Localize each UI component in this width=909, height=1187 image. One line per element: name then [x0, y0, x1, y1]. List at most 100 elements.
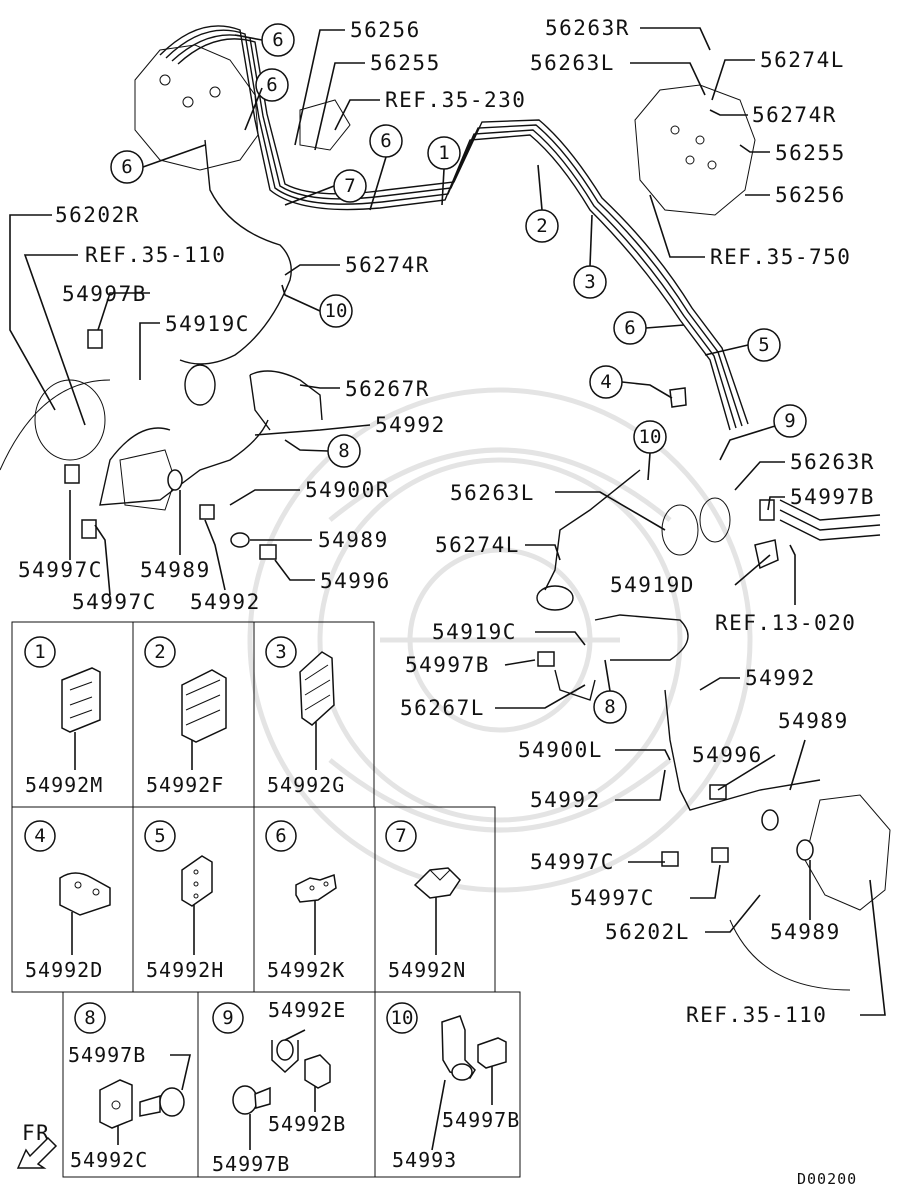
legend-cell-4: 4 54992D — [24, 820, 111, 982]
callout-label: 54997B — [405, 653, 490, 677]
callout-label: 54992 — [745, 666, 816, 690]
legend-part: 54992E — [268, 998, 346, 1022]
legend-cell-6: 6 54992K — [265, 820, 345, 982]
svg-text:5: 5 — [758, 334, 769, 356]
callout-label: 54992 — [190, 590, 261, 614]
callout-numbers: 6 6 6 6 7 1 2 3 6 5 4 9 10 10 8 8 — [110, 23, 807, 724]
svg-text:6: 6 — [121, 156, 132, 178]
legend-part: 54992G — [267, 773, 345, 797]
callout-label: 54919D — [610, 573, 695, 597]
callout-label: 54992 — [530, 788, 601, 812]
svg-text:9: 9 — [784, 410, 795, 432]
svg-text:8: 8 — [338, 440, 349, 462]
callout-label: 56263L — [450, 481, 535, 505]
circle-leaders — [142, 34, 776, 692]
callout-circle: 10 — [319, 294, 353, 328]
callout-label: 54989 — [318, 528, 389, 552]
callout-label: 54919C — [165, 312, 250, 336]
legend-part: 54992D — [25, 958, 103, 982]
callout-label: 56202L — [605, 920, 690, 944]
svg-text:1: 1 — [34, 641, 45, 663]
svg-text:3: 3 — [584, 271, 595, 293]
master-cylinder-left — [134, 44, 351, 171]
svg-text:2: 2 — [536, 215, 547, 237]
callout-label: REF.35-110 — [686, 1003, 827, 1027]
callout-label: REF.35-110 — [85, 243, 226, 267]
callout-label: REF.13-020 — [715, 611, 856, 635]
small-hardware — [64, 329, 814, 867]
legend-cell-1: 1 54992M — [24, 636, 103, 797]
callout-circle: 5 — [747, 328, 781, 362]
legend-part: 54992H — [146, 958, 224, 982]
master-cylinder-right — [634, 84, 756, 216]
callout-circle: 2 — [525, 209, 559, 243]
callout-circle: 10 — [633, 420, 667, 454]
svg-text:8: 8 — [604, 696, 615, 718]
callout-circle: 6 — [110, 150, 144, 184]
callout-label: 56263L — [530, 51, 615, 75]
callout-label: REF.35-230 — [385, 88, 526, 112]
callout-circle: 6 — [369, 124, 403, 158]
callout-labels: 56256 56255 REF.35-230 56263R 56263L 562… — [18, 16, 875, 1027]
callout-label: 56267R — [345, 377, 430, 401]
svg-text:8: 8 — [84, 1007, 95, 1029]
callout-label: 56274R — [752, 103, 837, 127]
legend-part: 54997B — [68, 1043, 146, 1067]
legend-part: 54992C — [70, 1148, 148, 1172]
callout-label: 54996 — [320, 569, 391, 593]
svg-text:6: 6 — [380, 130, 391, 152]
legend-part: 54992K — [267, 958, 345, 982]
callout-circle: 6 — [613, 311, 647, 345]
legend-cell-8: 8 54997B 54992C — [68, 1002, 192, 1172]
svg-text:10: 10 — [639, 426, 662, 448]
front-direction-indicator: FR — [16, 1121, 58, 1169]
legend-cell-5: 5 54992H — [144, 820, 224, 982]
callout-label: 56263R — [545, 16, 630, 40]
svg-text:2: 2 — [154, 641, 165, 663]
legend-cell-7: 7 54992N — [385, 820, 466, 982]
callout-label: 56274L — [435, 533, 520, 557]
svg-text:3: 3 — [275, 641, 286, 663]
callout-label: 54900L — [518, 738, 603, 762]
svg-text:6: 6 — [275, 825, 286, 847]
callout-circle: 8 — [327, 434, 361, 468]
callout-label: 54989 — [770, 920, 841, 944]
callout-label: 56256 — [350, 18, 421, 42]
parts-legend: 1 54992M 2 54992F 3 54992G 4 — [11, 621, 521, 1178]
legend-part: 54992F — [146, 773, 224, 797]
callout-circle: 3 — [573, 265, 607, 299]
callout-circle: 1 — [427, 136, 461, 170]
svg-text:10: 10 — [391, 1007, 414, 1029]
leader-lines — [9, 27, 886, 1016]
legend-part: 54997B — [442, 1108, 520, 1132]
callout-label: 56267L — [400, 696, 485, 720]
legend-cell-10: 10 54993 54997B — [386, 1002, 520, 1172]
callout-circle: 6 — [261, 23, 295, 57]
callout-label: 54997C — [570, 886, 655, 910]
callout-circle: 6 — [255, 68, 289, 102]
callout-label: 54992 — [375, 413, 446, 437]
svg-text:6: 6 — [272, 29, 283, 51]
callout-label: 54996 — [692, 743, 763, 767]
callout-label: 56255 — [775, 141, 846, 165]
callout-label: 54997B — [790, 485, 875, 509]
svg-text:4: 4 — [600, 371, 611, 393]
svg-text:6: 6 — [266, 74, 277, 96]
legend-cell-3: 3 54992G — [265, 636, 345, 797]
svg-text:9: 9 — [222, 1007, 233, 1029]
callout-label: 54997B — [62, 282, 147, 306]
watermark — [247, 387, 753, 893]
callout-label: 56202R — [55, 203, 140, 227]
legend-part: 54992M — [25, 773, 103, 797]
legend-part: 54992N — [388, 958, 466, 982]
callout-circle: 8 — [593, 690, 627, 724]
callout-label: 56263R — [790, 450, 875, 474]
svg-text:7: 7 — [395, 825, 406, 847]
callout-label: 56274L — [760, 48, 845, 72]
callout-label: 54997C — [18, 558, 103, 582]
callout-label: 56274R — [345, 253, 430, 277]
legend-cell-9: 9 54992E 54992B 54997B — [212, 998, 346, 1176]
legend-part: 54992B — [268, 1112, 346, 1136]
svg-text:10: 10 — [325, 300, 348, 322]
